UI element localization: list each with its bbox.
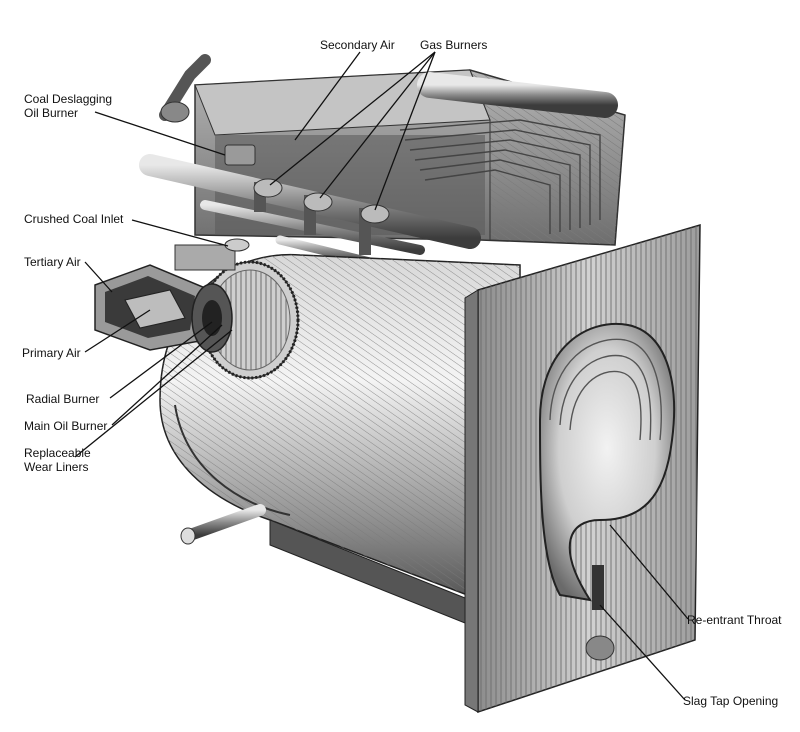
front-tube-wall [464,223,701,714]
label-gas-burners: Gas Burners [420,38,488,52]
leader-tertiary-air [84,261,113,293]
label-reentrant-throat: Re-entrant Throat [687,613,782,627]
leader-secondary-air [294,51,361,141]
gas-burner-pipes [139,144,481,267]
leader-reentrant-throat [609,524,689,620]
label-crushed-coal-inlet: Crushed Coal Inlet [24,212,124,226]
leader-radial-burner [109,321,213,399]
label-wear-liners-line2: Wear Liners [24,460,89,474]
leader-primary-air [84,309,151,353]
label-tertiary-air: Tertiary Air [24,255,81,269]
label-main-oil-burner: Main Oil Burner [24,419,108,433]
leader-gas-burner-2 [319,51,436,199]
label-radial-burner: Radial Burner [26,392,100,406]
label-slag-tap-opening: Slag Tap Opening [683,694,779,708]
leader-wear-liners [74,329,233,458]
label-secondary-air: Secondary Air [320,38,395,52]
burner-end-liner [200,260,300,380]
leader-lines [74,51,689,701]
leader-slag-tap [599,604,686,701]
leader-crushed-coal [131,219,229,247]
label-coal-deslagging-line1: Coal Deslagging [24,92,113,106]
leader-gas-burner-3 [374,51,436,211]
leader-main-oil [111,324,223,426]
leader-gas-burner-1 [269,51,436,186]
label-coal-deslagging-line2: Oil Burner [24,106,79,120]
label-primary-air: Primary Air [22,346,81,360]
label-wear-liners-line1: Replaceable [24,446,91,460]
leader-coal-deslagging [94,111,226,156]
